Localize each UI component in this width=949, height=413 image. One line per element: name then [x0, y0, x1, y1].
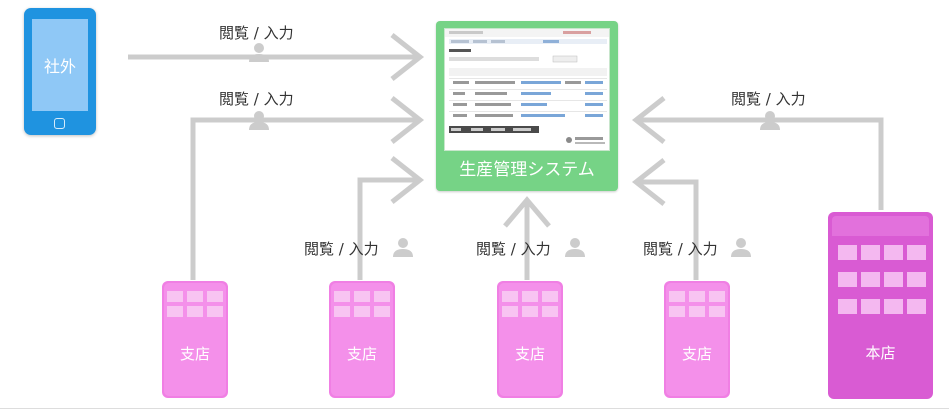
arrowhead-headquarters: [631, 96, 666, 144]
external-label: 社外: [43, 57, 76, 76]
branch-building-4: 支店: [664, 281, 730, 398]
branch-label: 支店: [179, 345, 210, 363]
access-label-branch-left: 閲覧 / 入力: [219, 90, 294, 108]
arrowhead-branch-3: [503, 196, 551, 228]
arrowhead-external: [390, 33, 425, 81]
branch-building-2: 支店: [329, 281, 395, 398]
arrow-headquarters: [638, 117, 884, 210]
person-icon: [393, 238, 413, 257]
arrowhead-branch-left: [390, 96, 425, 144]
access-label-branch-4: 閲覧 / 入力: [643, 240, 718, 258]
person-icon: [731, 238, 751, 257]
person-icon: [760, 111, 780, 130]
person-icon: [249, 111, 269, 130]
branch-label: 支店: [514, 345, 545, 363]
system-label: 生産管理システム: [459, 160, 595, 180]
arrow-branch-left: [190, 117, 418, 280]
access-label-branch-2: 閲覧 / 入力: [304, 240, 379, 258]
headquarters-label: 本店: [865, 344, 896, 362]
divider: [0, 408, 949, 409]
arrowhead-branch-2: [390, 156, 425, 204]
access-label-headquarters: 閲覧 / 入力: [731, 90, 806, 108]
person-icon: [249, 43, 269, 62]
arrow-branch-4: [638, 179, 699, 280]
system-screenshot-graphic: [445, 29, 609, 144]
branch-label: 支店: [346, 345, 377, 363]
branch-label: 支店: [681, 345, 712, 363]
access-label-external: 閲覧 / 入力: [219, 24, 294, 42]
arrow-branch-2: [357, 177, 418, 280]
headquarters-building: 本店: [828, 212, 933, 399]
external-device-screen: 社外: [32, 19, 88, 111]
external-device: 社外: [24, 8, 96, 135]
access-label-branch-3: 閲覧 / 入力: [476, 240, 551, 258]
home-button-icon: [54, 118, 65, 129]
production-system: 生産管理システム: [436, 21, 618, 191]
branch-building-1: 支店: [162, 281, 228, 398]
arrowhead-branch-4: [631, 158, 666, 206]
branch-building-3: 支店: [497, 281, 563, 398]
person-icon: [565, 238, 585, 257]
system-screenshot-thumbnail: [444, 28, 610, 151]
